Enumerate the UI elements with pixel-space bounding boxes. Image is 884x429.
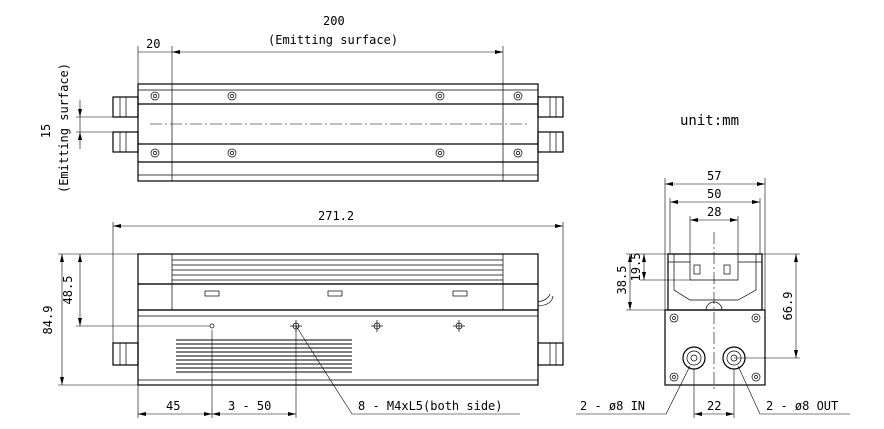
front-view-lower <box>137 309 539 386</box>
side-view-body <box>664 309 766 386</box>
side-view-port-in <box>682 346 706 370</box>
dim-45: 45 <box>166 399 180 413</box>
front-view-mount-holes <box>209 320 465 332</box>
dim-3-50: 3 - 50 <box>228 399 271 413</box>
dim-50: 50 <box>707 187 721 201</box>
side-view-head <box>667 253 763 311</box>
callout-in: 2 - ø8 IN <box>580 399 645 413</box>
dim-19-5: 19.5 <box>629 253 643 282</box>
dim-200: 200 <box>323 14 345 28</box>
callout-out: 2 - ø8 OUT <box>766 399 838 413</box>
callout-holes: 8 - M4xL5(both side) <box>358 399 503 413</box>
front-view-fins <box>176 339 352 373</box>
dim-48-5: 48.5 <box>61 276 75 305</box>
top-view-screws <box>150 91 523 158</box>
dim-271-2: 271.2 <box>318 209 354 223</box>
dim-28: 28 <box>707 205 721 219</box>
dim-200-note: (Emitting surface) <box>268 33 398 47</box>
dim-20: 20 <box>146 37 160 51</box>
dim-38-5: 38.5 <box>615 266 629 295</box>
side-view: 57 50 28 66.9 38.5 19.5 <box>576 169 850 418</box>
dim-66-9: 66.9 <box>781 292 795 321</box>
dim-22: 22 <box>707 399 721 413</box>
dim-84-9: 84.9 <box>41 306 55 335</box>
dim-57: 57 <box>707 169 721 183</box>
dim-15-note: (Emitting surface) <box>57 63 71 193</box>
front-view-upper <box>137 253 539 285</box>
top-view: 20 200 (Emitting surface) 15 (Emitting s… <box>39 14 564 193</box>
dim-15: 15 <box>39 124 53 138</box>
side-view-bolts <box>669 313 761 382</box>
front-view: 271.2 84.9 48.5 45 3 - 50 8 - M4xL5(both… <box>41 209 564 418</box>
unit-label: unit:mm <box>680 113 739 129</box>
top-view-fittings <box>112 96 564 153</box>
top-view-body <box>137 83 539 182</box>
